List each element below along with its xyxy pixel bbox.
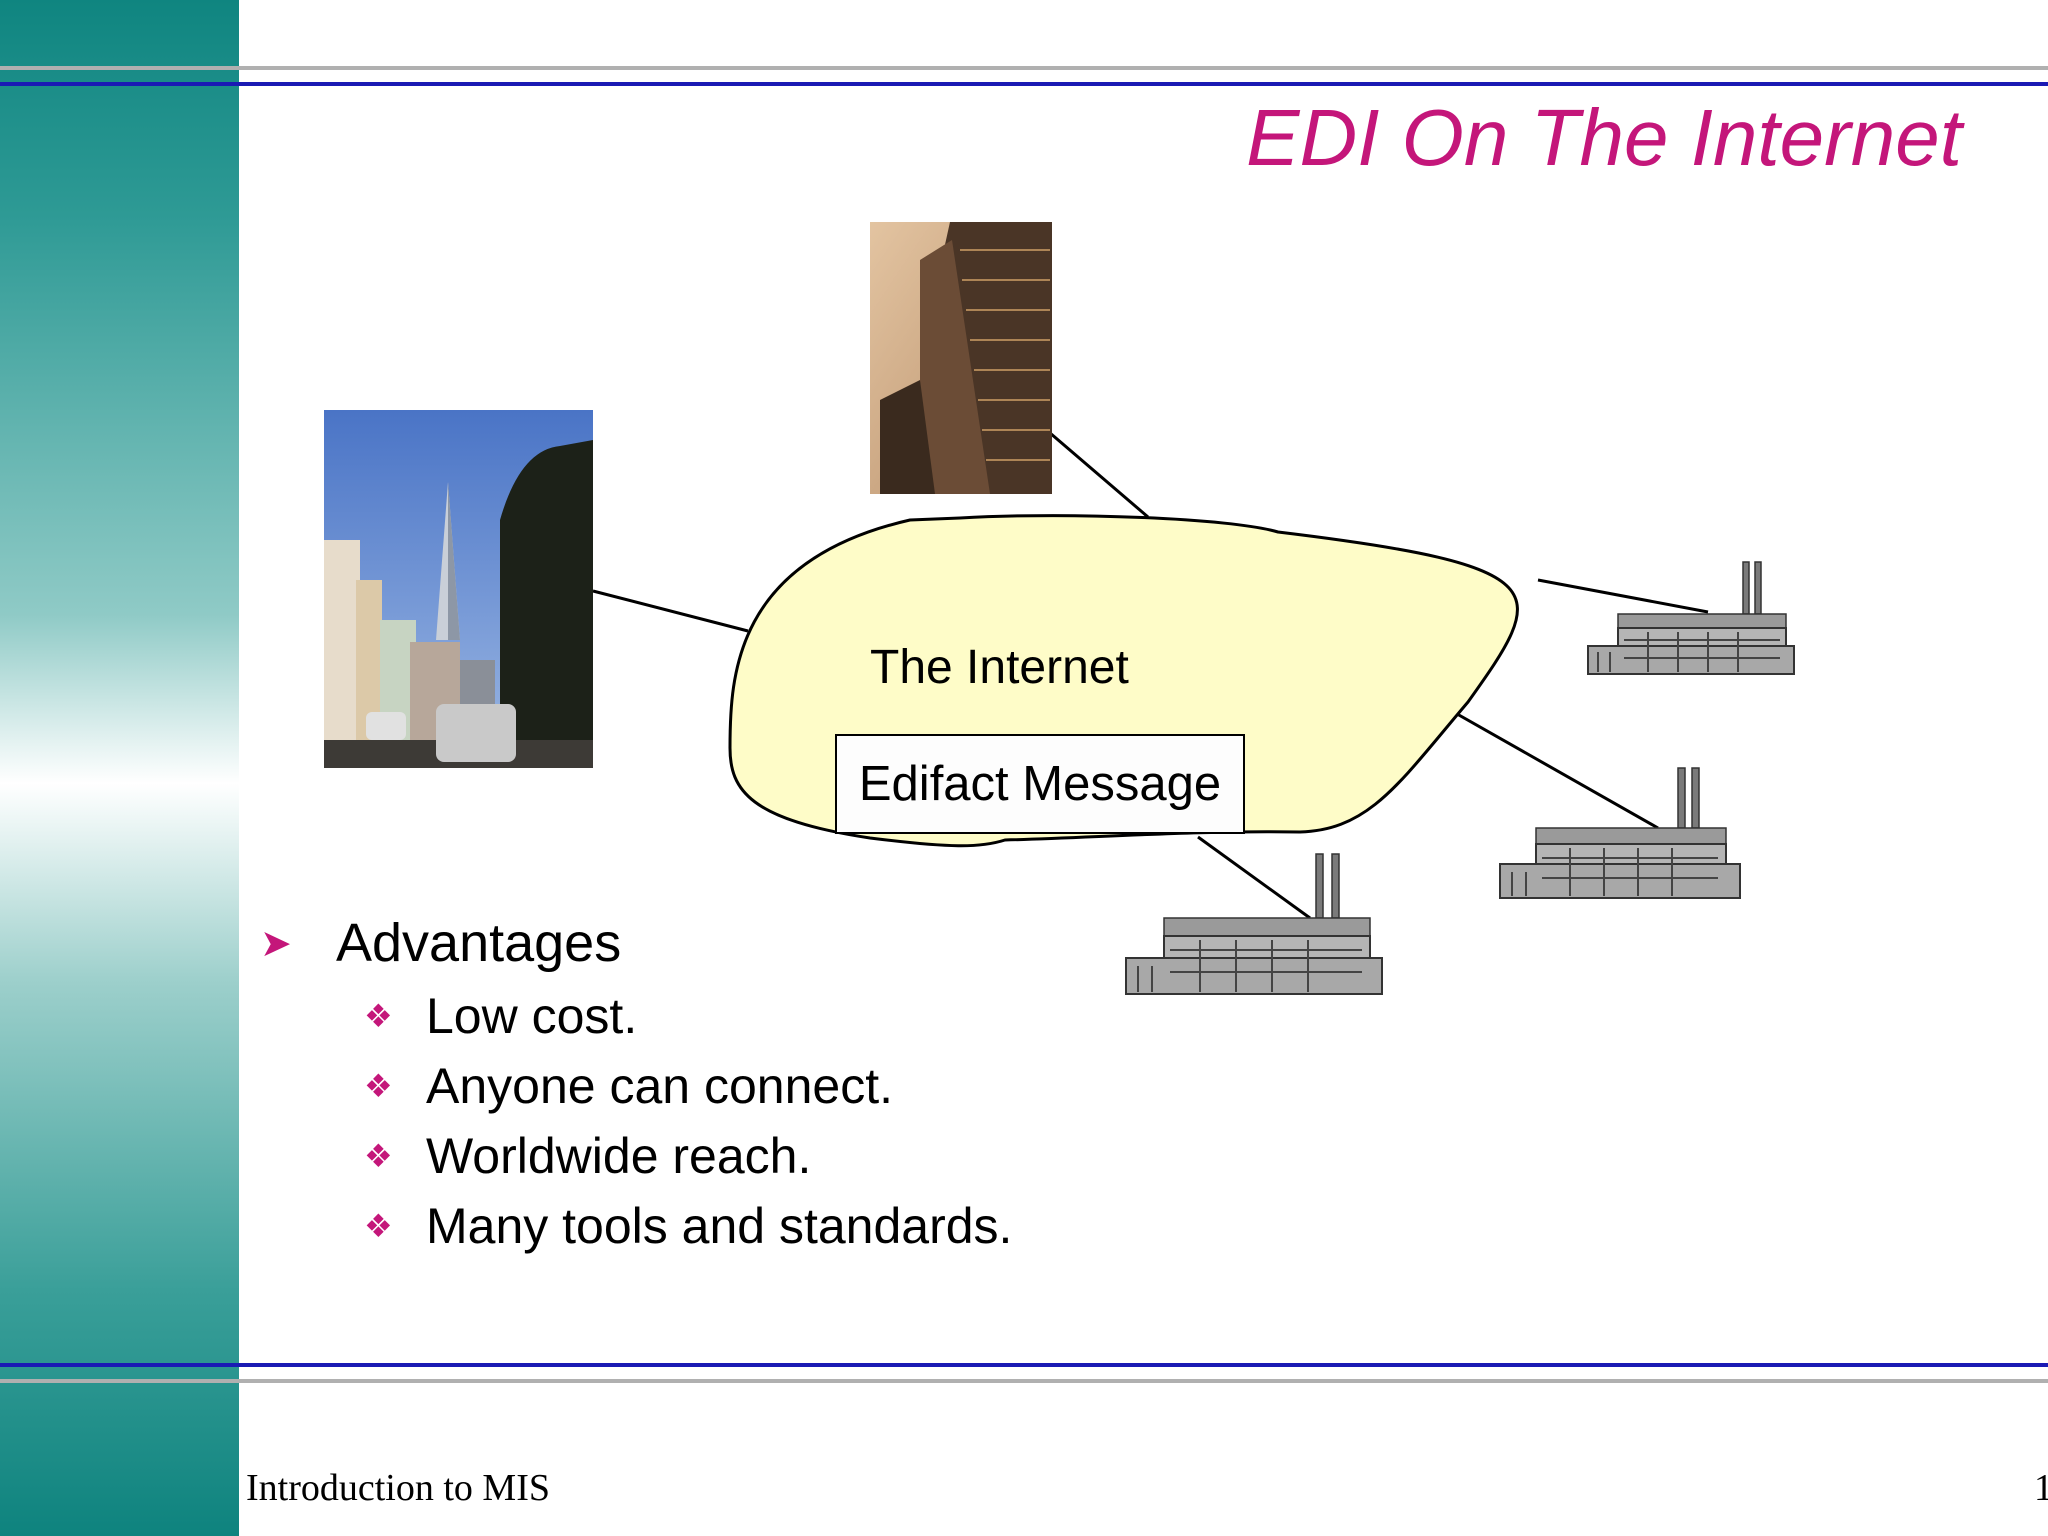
- list-item-text: Worldwide reach.: [426, 1127, 812, 1184]
- list-item-text: Anyone can connect.: [426, 1057, 893, 1114]
- four-diamond-bullet-icon: ❖: [364, 997, 393, 1034]
- factory-icon-3: [1125, 853, 1383, 995]
- internet-cloud-label: The Internet: [870, 641, 1129, 694]
- connection-lines: [592, 431, 1709, 920]
- list-item: ❖ Anyone can connect.: [364, 1057, 1012, 1114]
- edifact-message-box: Edifact Message: [835, 734, 1245, 834]
- sidebar-gradient-band: [0, 0, 239, 1536]
- list-item: ❖ Low cost.: [364, 987, 1012, 1044]
- city-street-photo: [324, 410, 593, 768]
- top-blue-rule: [0, 82, 2048, 86]
- list-item: ❖ Many tools and standards.: [364, 1197, 1012, 1254]
- list-item: ❖ Worldwide reach.: [364, 1127, 1012, 1184]
- slide-title: EDI On The Internet: [1246, 93, 1962, 182]
- four-diamond-bullet-icon: ❖: [364, 1067, 393, 1104]
- list-item-text: Low cost.: [426, 987, 638, 1044]
- skyscraper-photo: [870, 222, 1052, 494]
- top-gray-rule: [0, 66, 2048, 70]
- edifact-message-label: Edifact Message: [858, 757, 1222, 811]
- bottom-blue-rule: [0, 1363, 2048, 1367]
- footer-course-title: Introduction to MIS: [246, 1467, 550, 1509]
- four-diamond-bullet-icon: ❖: [364, 1207, 393, 1244]
- list-item-text: Many tools and standards.: [426, 1197, 1013, 1254]
- bottom-gray-rule: [0, 1379, 2048, 1383]
- advantages-heading-row: ➤ Advantages: [260, 912, 1012, 974]
- arrowhead-bullet-icon: ➤: [260, 922, 292, 965]
- four-diamond-bullet-icon: ❖: [364, 1137, 393, 1174]
- footer-page-number: 1: [2034, 1467, 2048, 1509]
- advantages-list: ➤ Advantages ❖ Low cost. ❖ Anyone can co…: [260, 912, 1012, 1254]
- advantages-heading: Advantages: [336, 913, 622, 973]
- factory-icon-2: [1499, 767, 1741, 899]
- factory-icon-1: [1587, 561, 1795, 675]
